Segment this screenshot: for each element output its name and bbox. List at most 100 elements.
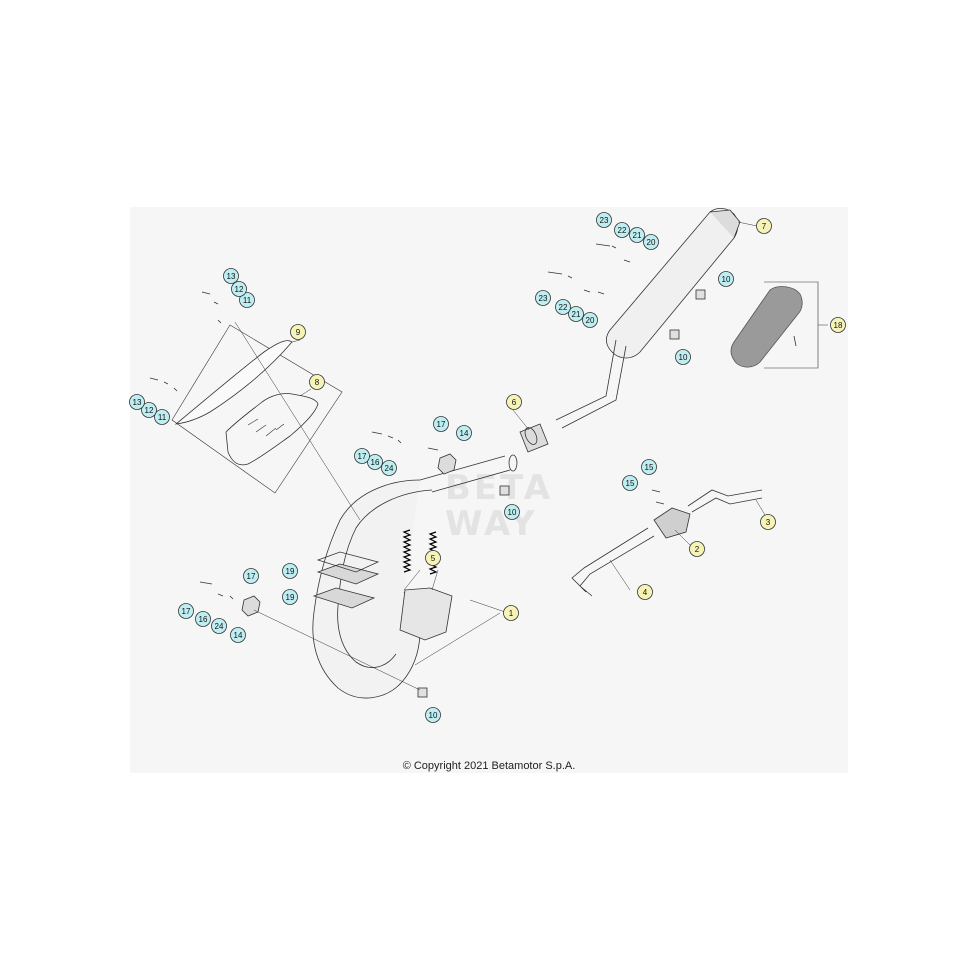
callout-circle bbox=[433, 416, 449, 432]
callout-label: 6 bbox=[512, 398, 517, 407]
callout-label: 2 bbox=[695, 545, 700, 554]
callout-circle bbox=[555, 299, 571, 315]
callout-23: 23 bbox=[596, 212, 612, 228]
callout-circle bbox=[129, 394, 145, 410]
callout-17: 17 bbox=[354, 448, 370, 464]
callout-circle bbox=[425, 707, 441, 723]
callout-circle bbox=[756, 218, 772, 234]
callout-10: 10 bbox=[425, 707, 441, 723]
callout-7: 7 bbox=[756, 218, 772, 234]
callout-1: 1 bbox=[503, 605, 519, 621]
callout-3: 3 bbox=[760, 514, 776, 530]
callout-label: 11 bbox=[243, 296, 252, 305]
callout-circle bbox=[309, 374, 325, 390]
callout-label: 20 bbox=[647, 238, 656, 247]
callout-circle bbox=[178, 603, 194, 619]
callout-circle bbox=[211, 618, 227, 634]
callout-label: 14 bbox=[460, 429, 469, 438]
callout-circle bbox=[504, 504, 520, 520]
copyright-text: © Copyright 2021 Betamotor S.p.A. bbox=[402, 760, 576, 772]
valve-body bbox=[653, 507, 691, 539]
callout-label: 17 bbox=[182, 607, 191, 616]
callout-12: 12 bbox=[141, 402, 157, 418]
callout-17: 17 bbox=[178, 603, 194, 619]
callout-circle bbox=[506, 394, 522, 410]
callout-label: 22 bbox=[618, 226, 627, 235]
callout-label: 13 bbox=[133, 398, 142, 407]
callout-21: 21 bbox=[568, 306, 584, 322]
callout-label: 16 bbox=[371, 458, 380, 467]
silencer-end-cap bbox=[709, 209, 741, 239]
callout-19: 19 bbox=[282, 563, 298, 579]
nut-10-a bbox=[417, 687, 428, 698]
callout-label: 20 bbox=[586, 316, 595, 325]
spring-left bbox=[402, 529, 412, 573]
leader-lines bbox=[234, 221, 828, 691]
callout-circle bbox=[643, 234, 659, 250]
callout-22: 22 bbox=[555, 299, 571, 315]
callout-23: 23 bbox=[535, 290, 551, 306]
callout-group: 1234567891810101010111112121313141415151… bbox=[129, 212, 846, 723]
callout-17: 17 bbox=[433, 416, 449, 432]
callout-circle bbox=[425, 550, 441, 566]
callout-label: 10 bbox=[722, 275, 731, 284]
heat-guard-box bbox=[171, 324, 343, 494]
callout-circle bbox=[614, 222, 630, 238]
hose-right bbox=[687, 489, 763, 513]
callout-circle bbox=[381, 460, 397, 476]
exhaust-pipe-outlet bbox=[508, 454, 518, 472]
callout-circle bbox=[503, 605, 519, 621]
callout-label: 24 bbox=[215, 622, 224, 631]
nut-10-c bbox=[669, 329, 680, 340]
callout-circle bbox=[718, 271, 734, 287]
callout-label: 8 bbox=[315, 378, 320, 387]
callout-label: 17 bbox=[247, 572, 256, 581]
callout-circle bbox=[230, 627, 246, 643]
callout-label: 10 bbox=[508, 508, 517, 517]
callout-label: 23 bbox=[600, 216, 609, 225]
packing-pin bbox=[793, 335, 797, 347]
callout-6: 6 bbox=[506, 394, 522, 410]
callout-label: 9 bbox=[296, 328, 301, 337]
callout-label: 11 bbox=[158, 413, 167, 422]
callout-10: 10 bbox=[675, 349, 691, 365]
callout-8: 8 bbox=[309, 374, 325, 390]
callout-18: 18 bbox=[830, 317, 846, 333]
callout-circle bbox=[354, 448, 370, 464]
callout-circle bbox=[239, 292, 255, 308]
callout-circle bbox=[243, 568, 259, 584]
callout-circle bbox=[141, 402, 157, 418]
callout-label: 10 bbox=[429, 711, 438, 720]
callout-label: 19 bbox=[286, 593, 295, 602]
callout-circle bbox=[282, 563, 298, 579]
callout-circle bbox=[622, 475, 638, 491]
callout-label: 4 bbox=[643, 588, 648, 597]
callout-label: 15 bbox=[626, 479, 635, 488]
callout-circle bbox=[456, 425, 472, 441]
bracket-left bbox=[241, 595, 261, 617]
callout-5: 5 bbox=[425, 550, 441, 566]
nut-10-d bbox=[695, 289, 706, 300]
callout-22: 22 bbox=[614, 222, 630, 238]
callout-14: 14 bbox=[230, 627, 246, 643]
callout-label: 13 bbox=[227, 272, 236, 281]
callout-circle bbox=[582, 312, 598, 328]
callout-circle bbox=[223, 268, 239, 284]
callout-24: 24 bbox=[381, 460, 397, 476]
callout-label: 5 bbox=[431, 554, 436, 563]
callout-label: 14 bbox=[234, 631, 243, 640]
callout-17: 17 bbox=[243, 568, 259, 584]
callout-11: 11 bbox=[239, 292, 255, 308]
callout-4: 4 bbox=[637, 584, 653, 600]
callout-9: 9 bbox=[290, 324, 306, 340]
callout-label: 12 bbox=[145, 406, 154, 415]
callout-20: 20 bbox=[643, 234, 659, 250]
callout-circle bbox=[535, 290, 551, 306]
callout-circle bbox=[154, 409, 170, 425]
callout-circle bbox=[596, 212, 612, 228]
callout-circle bbox=[629, 227, 645, 243]
callout-circle bbox=[689, 541, 705, 557]
callout-circle bbox=[830, 317, 846, 333]
